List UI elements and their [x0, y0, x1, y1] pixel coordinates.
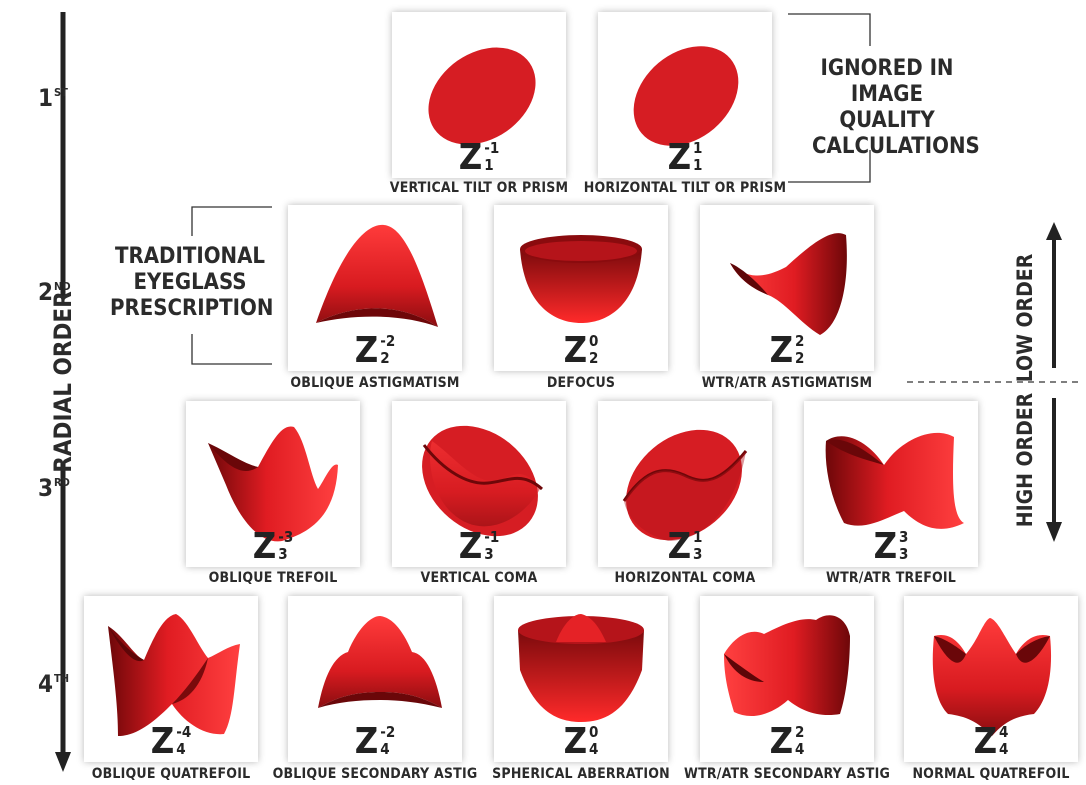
order-divider: [905, 372, 1086, 392]
mode-label: SPHERICAL ABERRATION: [492, 766, 670, 782]
order-label-2: 2ND: [38, 278, 71, 306]
ignored-note: IGNORED IN IMAGE QUALITY CALCULATIONS: [812, 56, 962, 160]
high-order-label: HIGH ORDER: [1013, 393, 1037, 527]
low-order-arrow: [1042, 220, 1066, 370]
mode-label: OBLIQUE TREFOIL: [209, 570, 338, 586]
mode-label: WTR/ATR TREFOIL: [826, 570, 956, 586]
mode-label: VERTICAL TILT OR PRISM: [390, 180, 568, 196]
mode-label: VERTICAL COMA: [421, 570, 538, 586]
order-label-4: 4TH: [38, 670, 69, 698]
order-label-3: 3RD: [38, 474, 70, 502]
axis-title: RADIAL ORDER: [49, 291, 77, 473]
high-order-arrow: [1042, 396, 1066, 544]
traditional-note: TRADITIONAL EYEGLASS PRESCRIPTION: [110, 244, 270, 322]
mode-label: NORMAL QUATREFOIL: [912, 766, 1069, 782]
mode-label: OBLIQUE QUATREFOIL: [92, 766, 251, 782]
mode-label: WTR/ATR ASTIGMATISM: [702, 375, 872, 391]
axis-arrowhead: [55, 752, 71, 772]
low-order-label: LOW ORDER: [1013, 254, 1037, 383]
mode-label: DEFOCUS: [547, 375, 615, 391]
mode-label: HORIZONTAL COMA: [615, 570, 756, 586]
mode-label: OBLIQUE SECONDARY ASTIG: [273, 766, 478, 782]
order-label-1: 1ST: [38, 84, 68, 112]
mode-label: OBLIQUE ASTIGMATISM: [290, 375, 459, 391]
mode-label: WTR/ATR SECONDARY ASTIG: [684, 766, 890, 782]
mode-label: HORIZONTAL TILT OR PRISM: [584, 180, 786, 196]
